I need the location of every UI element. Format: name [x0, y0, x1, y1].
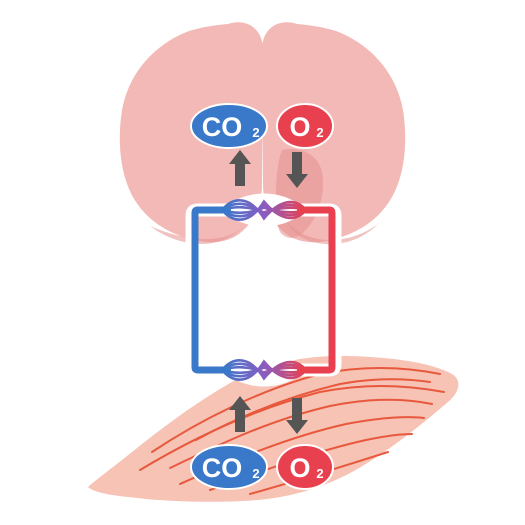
svg-text:O: O — [289, 112, 310, 142]
capillary-vessel — [221, 359, 307, 381]
right-lung-lower-lobe — [287, 222, 378, 245]
svg-text:CO: CO — [202, 112, 243, 142]
capillary-bed-icon — [213, 353, 315, 387]
capillary-vessel — [221, 202, 307, 218]
capillary-vessel — [221, 362, 307, 378]
capillary-vessel — [221, 362, 307, 378]
svg-text:2: 2 — [252, 125, 259, 140]
lung-o2-down-arrow-icon — [286, 152, 308, 188]
tissue-o2-badge: O 2 — [276, 444, 334, 490]
tissue-o2-down-arrow-icon — [286, 398, 308, 434]
co2-badge-shape — [190, 103, 268, 149]
oxygenated-vessel — [294, 206, 336, 374]
capillary-vessel — [221, 366, 307, 374]
o2-subscript: 2 — [316, 466, 323, 481]
lung-co2-badge: CO 2 — [190, 103, 268, 149]
o2-label: O — [289, 112, 310, 142]
tissue-co2-badge: CO 2 — [190, 444, 268, 490]
tissue-co2-up-arrow-icon — [229, 396, 251, 432]
capillary-vessel — [221, 206, 307, 214]
o2-badge-shape — [276, 103, 334, 149]
capillary-vessel — [221, 366, 307, 374]
capillary-vessel — [221, 359, 307, 381]
co2-subscript: 2 — [252, 125, 259, 140]
lung-o2-badge: O 2 — [276, 103, 334, 149]
svg-text:2: 2 — [316, 125, 323, 140]
svg-text:CO: CO — [202, 453, 243, 483]
co2-subscript: 2 — [252, 466, 259, 481]
svg-text:2: 2 — [252, 466, 259, 481]
capillary-vessel — [221, 199, 307, 221]
left-lung-lower-lobe — [150, 222, 248, 244]
muscle-body — [88, 355, 459, 502]
lung-co2-up-arrow-icon — [229, 150, 251, 186]
o2-badge-shape — [276, 444, 334, 490]
o2-subscript: 2 — [316, 125, 323, 140]
capillary-vessel — [221, 202, 307, 218]
circulation-loop — [185, 193, 342, 387]
co2-badge-shape — [190, 444, 268, 490]
o2-label: O — [289, 453, 310, 483]
co2-label: CO — [202, 112, 243, 142]
co2-label: CO — [202, 453, 243, 483]
capillary-vessel — [221, 199, 307, 221]
capillary-vessel — [221, 206, 307, 214]
deoxygenated-vessel — [191, 206, 232, 374]
svg-text:O: O — [289, 453, 310, 483]
capillary-bed-icon — [213, 193, 315, 227]
muscle-fiber — [139, 385, 445, 471]
svg-text:2: 2 — [316, 466, 323, 481]
lungs-icon — [119, 22, 406, 245]
muscle-fiber — [195, 378, 431, 441]
